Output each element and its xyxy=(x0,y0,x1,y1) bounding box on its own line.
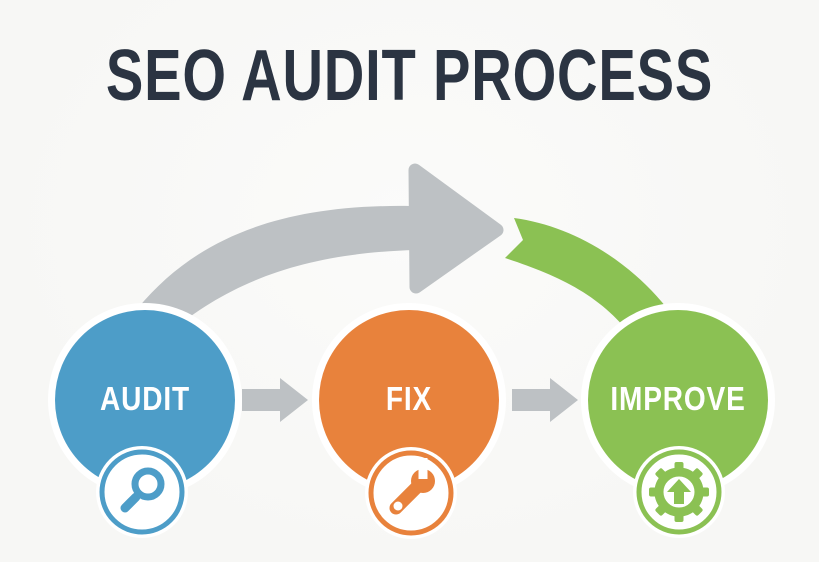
gear-up-arrow-icon xyxy=(649,462,709,522)
fix-circle xyxy=(319,310,499,490)
curved-arrow-head-icon xyxy=(408,163,504,294)
improve-label: IMPROVE xyxy=(610,380,746,417)
improve-circle xyxy=(588,310,768,490)
step-arrow-1-icon xyxy=(242,378,308,422)
audit-label: AUDIT xyxy=(100,380,190,417)
improve-badge xyxy=(633,446,725,538)
audit-circle xyxy=(55,310,235,490)
page-title: SEO AUDIT PROCESS xyxy=(105,36,714,116)
curved-arrow-band xyxy=(138,205,416,332)
fix-label: FIX xyxy=(385,380,433,417)
wrench-icon xyxy=(389,458,435,515)
fix-badge xyxy=(365,447,457,539)
step-arrow-2-icon xyxy=(512,378,578,422)
magnifier-icon xyxy=(120,467,165,513)
audit-badge xyxy=(96,446,188,538)
